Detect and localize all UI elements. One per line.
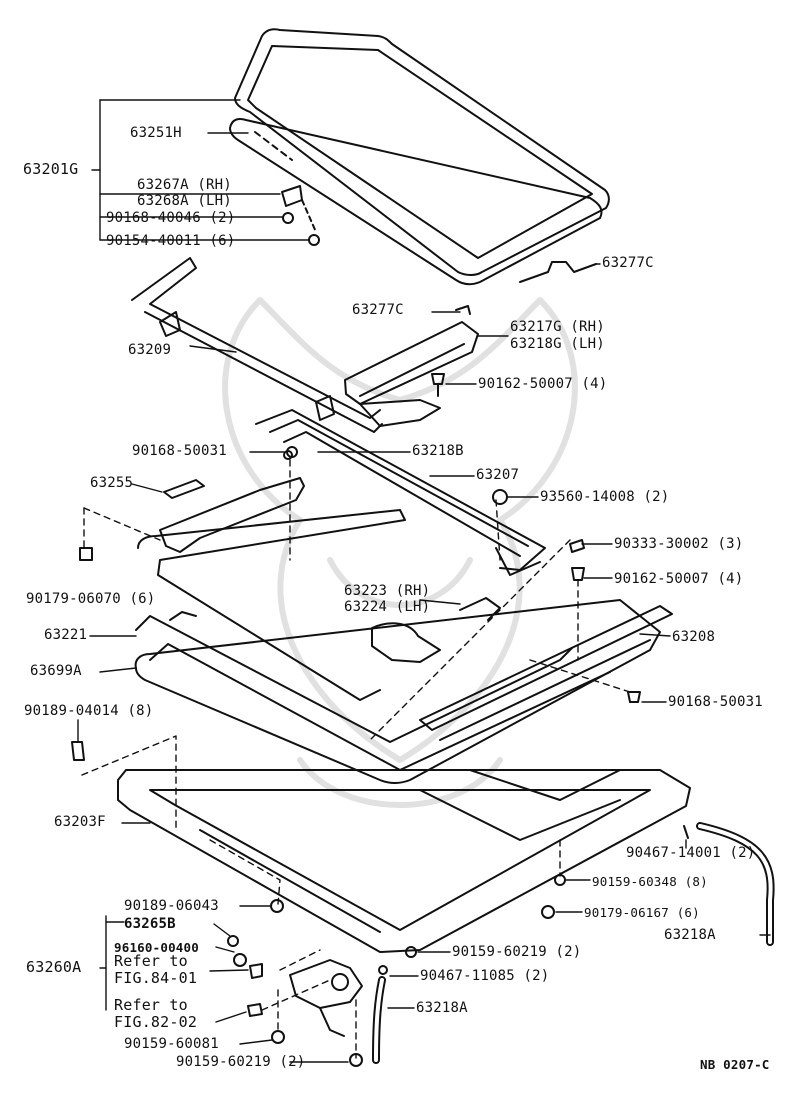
label-90159-60219-bottom: 90159-60219 (2) — [176, 1054, 306, 1070]
label-90159-60081: 90159-60081 — [124, 1036, 219, 1052]
label-63218A-right: 63218A — [664, 927, 716, 943]
watermark-emblem — [222, 297, 578, 808]
label-90467-14001: 90467-14001 (2) — [626, 845, 756, 861]
bracket-63217G — [344, 305, 479, 427]
motor-63260A — [227, 935, 363, 1037]
label-63203F: 63203F — [54, 814, 106, 830]
label-93560-14008: 93560-14008 (2) — [540, 489, 670, 505]
bracket-63255 — [163, 479, 205, 499]
label-63255: 63255 — [90, 475, 134, 491]
label-90168-50031-left: 90168-50031 — [132, 443, 227, 459]
label-63201G: 63201G — [23, 160, 79, 178]
label-90179-06167: 90179-06167 (6) — [584, 905, 700, 920]
label-63260A: 63260A — [26, 958, 82, 976]
label-63251H: 63251H — [130, 125, 182, 141]
label-90154-40011: 90154-40011 (6) — [106, 233, 236, 249]
label-90168-40046: 90168-40046 (2) — [106, 210, 236, 226]
label-90159-60348: 90159-60348 (8) — [592, 874, 708, 889]
label-90467-11085: 90467-11085 (2) — [420, 968, 550, 984]
screw-90162-top — [431, 373, 445, 397]
housing-63203F — [117, 769, 691, 953]
drain-hose-bottom — [372, 965, 388, 1064]
label-90168-50031-right: 90168-50031 — [668, 694, 763, 710]
drain-hose-right — [683, 822, 775, 946]
front-cross-bracket — [159, 450, 305, 553]
label-63267A: 63267A (RH) — [137, 177, 232, 193]
label-90162-50007-top: 90162-50007 (4) — [478, 376, 608, 392]
label-63268A: 63268A (LH) — [137, 193, 232, 209]
label-fig-82-02: FIG.82-02 — [114, 1013, 198, 1031]
fastener-group — [71, 446, 641, 1067]
label-63221: 63221 — [44, 627, 88, 643]
label-63223: 63223 (RH) — [344, 583, 431, 599]
label-63277C-middle: 63277C — [352, 302, 404, 318]
label-refer-to-1: Refer to — [114, 952, 188, 970]
weatherstrip-63699A — [134, 599, 661, 784]
label-96160-00400: 96160-00400 — [114, 940, 199, 955]
guide-63223 — [371, 597, 501, 663]
drip-frame-63221 — [135, 509, 611, 771]
label-63224: 63224 (LH) — [344, 599, 431, 615]
label-90333-30002: 90333-30002 (3) — [614, 536, 744, 552]
glass-panel — [229, 28, 610, 286]
label-63218B: 63218B — [412, 443, 464, 459]
clip-63277C-right — [519, 261, 597, 283]
label-63218A-bottom: 63218A — [416, 1000, 468, 1016]
rail-63218B — [255, 409, 546, 576]
figure-code: NB 0207-C — [700, 1057, 770, 1072]
label-63699A: 63699A — [30, 663, 82, 679]
label-fig-84-01: FIG.84-01 — [114, 969, 198, 987]
label-63218G: 63218G (LH) — [510, 336, 605, 352]
label-63208: 63208 — [672, 629, 716, 645]
label-90189-06043: 90189-06043 — [124, 898, 219, 914]
label-90189-04014: 90189-04014 (8) — [24, 703, 154, 719]
label-63277C-right: 63277C — [602, 255, 654, 271]
label-90179-06070: 90179-06070 (6) — [26, 591, 156, 607]
label-63265B: 63265B — [124, 916, 176, 932]
label-63217G: 63217G (RH) — [510, 319, 605, 335]
alignment-lines — [81, 459, 631, 1059]
label-90159-60219-right: 90159-60219 (2) — [452, 944, 582, 960]
label-63207: 63207 — [476, 467, 520, 483]
drive-cable-63208 — [419, 605, 673, 741]
leader-lines — [77, 99, 771, 1063]
label-90162-50007-right: 90162-50007 (4) — [614, 571, 744, 587]
bracket-63267A — [281, 185, 320, 246]
label-refer-to-2: Refer to — [114, 996, 188, 1014]
label-63209: 63209 — [128, 342, 172, 358]
